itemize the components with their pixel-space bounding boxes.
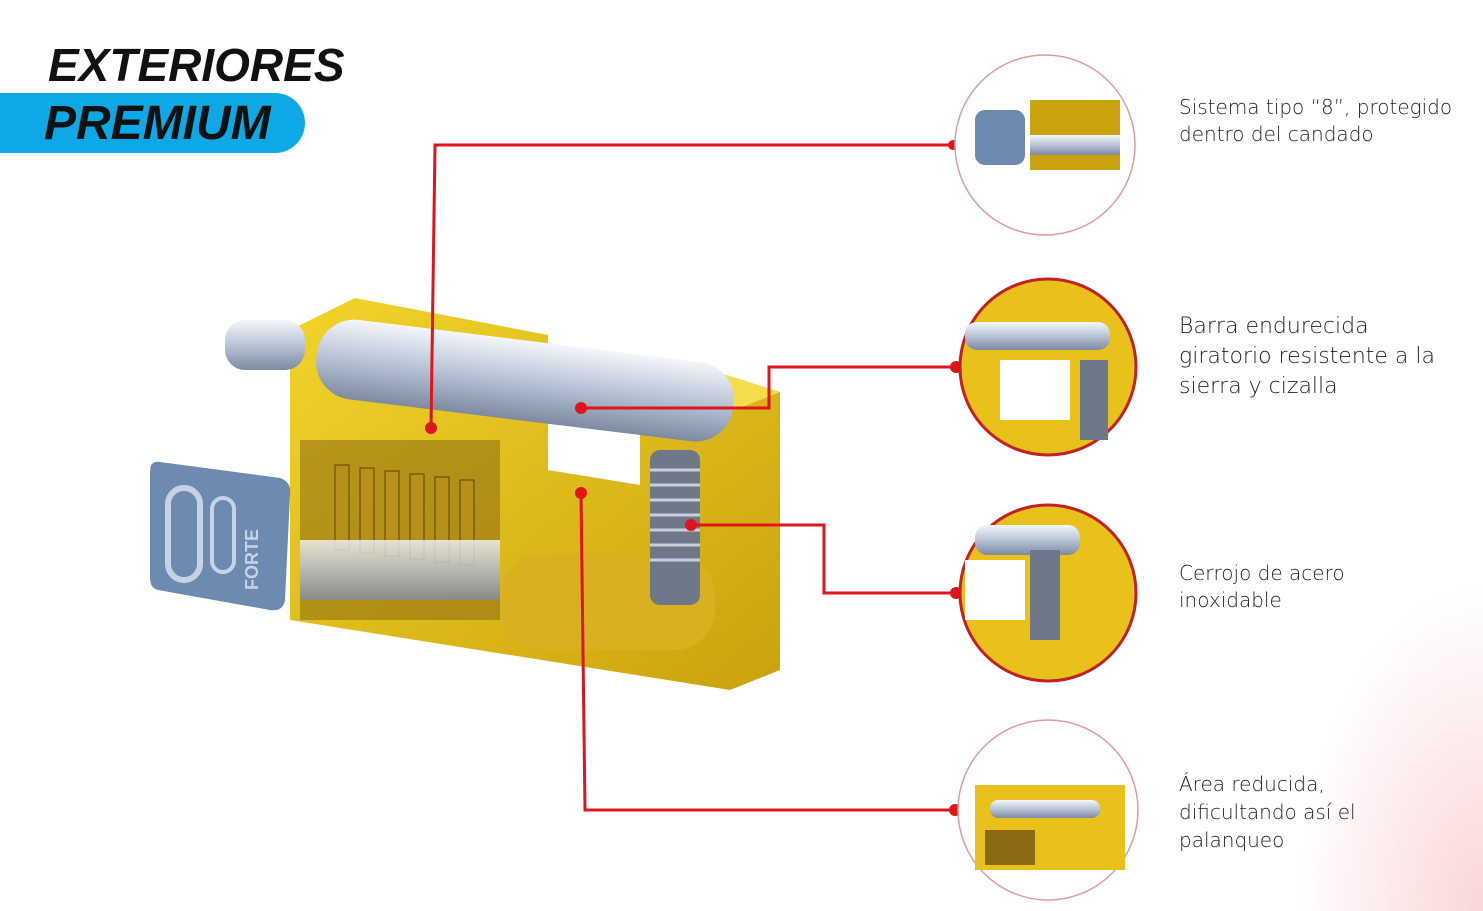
callout-lines: [429, 143, 956, 812]
padlock-illustration: [225, 298, 780, 690]
feature-label-reduced-area: Área reducida, dificultando así el palan…: [1179, 772, 1356, 852]
dot-pattern-decoration: [1250, 500, 1483, 911]
detail-circle-bolt: [958, 503, 1138, 683]
feature-label-shackle: Barra endurecida giratorio resistente a …: [1179, 314, 1435, 399]
title-band: [0, 93, 305, 153]
feature-label-cylinder: Sistema tipo “8”, protegido dentro del c…: [1179, 95, 1453, 146]
key-logo-forte: FORTE: [242, 529, 262, 590]
title-exteriores: EXTERIORES: [48, 39, 345, 91]
detail-circle-shackle: [958, 277, 1138, 457]
key-illustration: FORTE: [150, 461, 291, 611]
detail-circle-reduced-area: [957, 719, 1139, 901]
feature-label-bolt: Cerrojo de acero inoxidable: [1179, 561, 1345, 612]
detail-circle-cylinder: [954, 54, 1136, 236]
title-premium: PREMIUM: [44, 97, 271, 150]
